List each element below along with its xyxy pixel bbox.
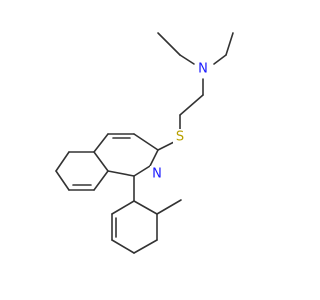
atom-label-sulfur: S	[176, 130, 184, 145]
bond-ethyl-left-outer	[157, 32, 181, 56]
atom-label-nitrogen-ring: N	[152, 167, 162, 182]
bond-tolyl-f	[133, 200, 158, 215]
bond-tolyl-c	[111, 239, 135, 254]
bond-ethyl-right-outer	[225, 32, 234, 56]
bond-ethyl-left-inner	[179, 54, 195, 65]
bond-tolyl-d	[133, 239, 158, 254]
bond-benzo-c	[55, 170, 70, 191]
label-bg-nitrogen-ring	[150, 166, 164, 182]
bond-chain-middle	[179, 94, 204, 116]
atom-label-nitrogen-amine: N	[198, 62, 208, 77]
molecule-structure: N S N	[55, 32, 234, 254]
bond-ring-g	[133, 133, 159, 151]
bond-ethyl-right-inner	[213, 54, 227, 65]
label-bg-nitrogen-amine	[196, 61, 210, 77]
bond-tolyl-a	[111, 200, 135, 215]
atom-labels: N S N	[150, 61, 210, 182]
bond-lines	[55, 32, 234, 254]
bond-ring-e	[93, 133, 109, 153]
bond-tolyl-methyl	[156, 199, 182, 215]
label-bg-sulfur	[173, 129, 187, 145]
bond-ring-c	[107, 170, 135, 177]
bond-ring-a	[149, 149, 159, 167]
bond-ring-b	[133, 165, 151, 177]
bond-benzo-b	[55, 151, 70, 172]
bond-benzo-e	[93, 170, 109, 191]
bond-ring-d	[93, 151, 109, 172]
bond-s-ring	[157, 141, 175, 151]
